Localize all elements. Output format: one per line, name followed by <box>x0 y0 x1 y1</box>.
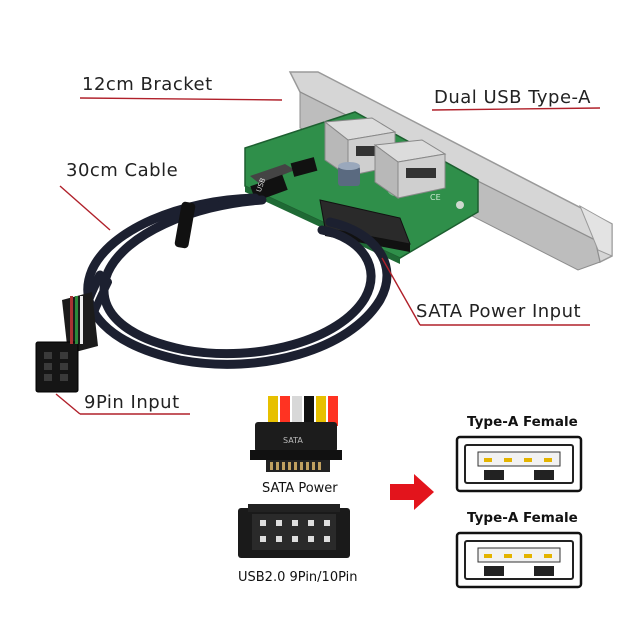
usb-port-right <box>373 139 447 199</box>
capacitor <box>338 162 360 186</box>
cable <box>73 193 392 369</box>
caption-type-a-female-bottom: Type-A Female <box>467 510 578 526</box>
callout-bracket: 12cm Bracket <box>82 74 213 95</box>
callout-lines <box>55 97 601 415</box>
callout-sata-power-input: SATA Power Input <box>416 301 582 322</box>
svg-text:CE: CE <box>430 193 441 202</box>
cable-tie <box>174 201 196 249</box>
callout-cable: 30cm Cable <box>66 160 179 181</box>
type-a-female-port-bottom <box>455 531 583 589</box>
caption-type-a-female-top: Type-A Female <box>467 414 578 430</box>
type-a-female-port-top <box>455 435 583 493</box>
sata-mark: SATA <box>283 436 303 445</box>
callout-dual-usb: Dual USB Type-A <box>434 87 591 108</box>
red-arrow <box>390 474 434 510</box>
caption-usb-header: USB2.0 9Pin/10Pin <box>238 570 358 585</box>
caption-sata-power: SATA Power <box>262 481 338 496</box>
usb-header-on-board: USB <box>250 157 318 202</box>
callout-9pin-input: 9Pin Input <box>84 392 180 413</box>
nine-pin-plug <box>35 292 98 393</box>
sata-power-connector: SATA <box>250 396 342 472</box>
usb-header-connector <box>238 504 350 558</box>
